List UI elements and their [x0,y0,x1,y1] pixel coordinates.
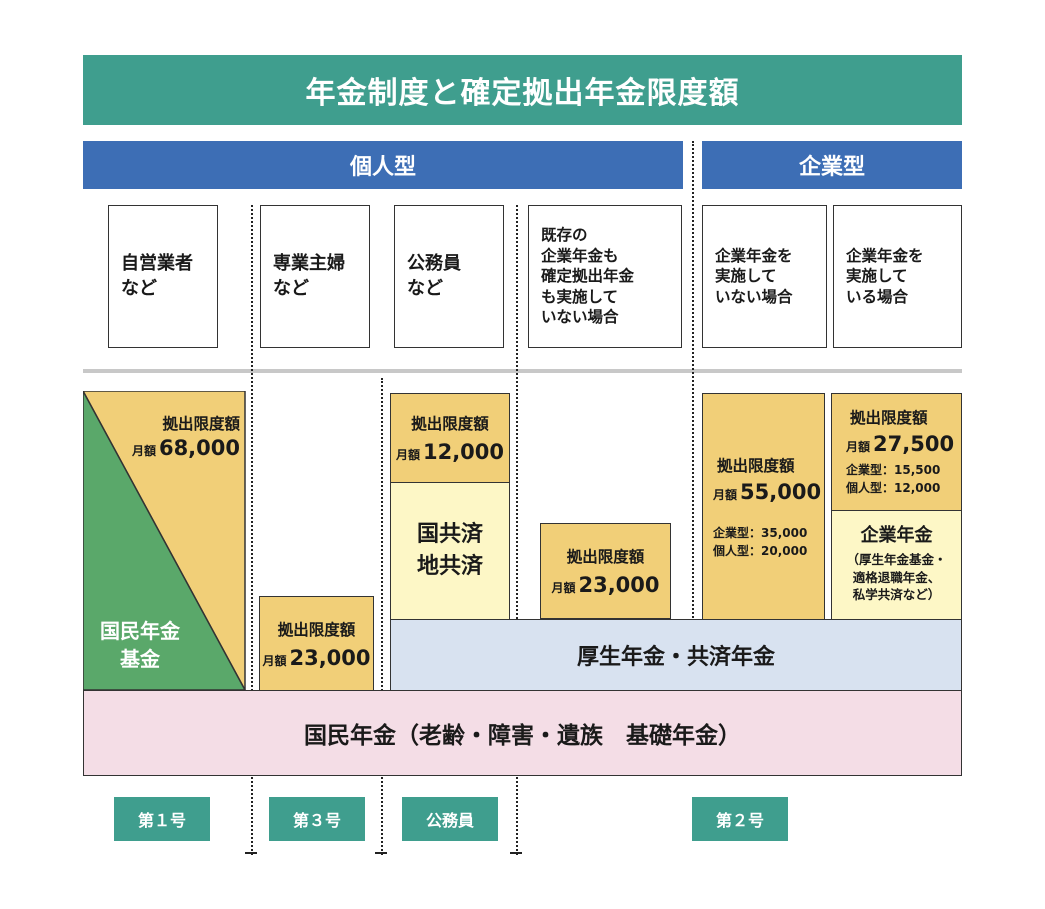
national-pension-fund-label: 国民年金 基金 [100,619,180,671]
limit-value: 23,000 [289,645,371,670]
divider-line [692,141,694,621]
limit-value: 23,000 [578,573,660,597]
limit-value: 27,500 [873,432,955,456]
divider-line [381,378,383,855]
employee-pension-block: 厚生年金・共済年金 [390,619,962,691]
category-corp-with-pension: 企業年金を 実施して いる場合 [833,205,962,348]
diagram-title: 年金制度と確定拠出年金限度額 [83,55,962,125]
month-label: 月額 [551,581,576,595]
month-label: 月額 [713,488,738,502]
corporate-pension-block: 企業年金 （厚生年金基金・ 適格退職年金、 私学共済など） [831,510,962,620]
divider-tick [375,852,387,854]
category-housewife: 専業主婦 など [260,205,370,348]
header-individual: 個人型 [83,141,683,189]
limit-label: 拠出限度額 [411,415,489,433]
corp-share: 企業型：15,500 [846,463,941,477]
corporate-pension-label: 企業年金 [860,525,933,546]
category-no-pension: 既存の 企業年金も 確定拠出年金 も実施して いない場合 [528,205,682,348]
category-self-employed: 自営業者 など [108,205,218,348]
divider-line [516,205,518,855]
limit-label: 拠出限度額 [850,409,928,427]
limit-label: 拠出限度額 [162,415,240,433]
national-pension-block: 国民年金（老齢・障害・遺族 基礎年金） [83,690,962,776]
limit-value: 68,000 [158,436,240,460]
category-corp-no-pension: 企業年金を 実施して いない場合 [702,205,827,348]
limit-label: 拠出限度額 [277,620,356,639]
limit-label: 拠出限度額 [566,548,645,566]
limit-value: 12,000 [422,440,505,464]
month-label: 月額 [262,653,287,668]
corp-share: 企業型：35,000 [713,526,808,540]
month-label: 月額 [395,448,420,462]
insured-type-civil-servant: 公務員 [402,797,498,841]
insured-type-2: 第２号 [692,797,788,841]
category-civil-servant: 公務員 など [394,205,504,348]
divider-tick [510,852,522,854]
divider-line [251,205,253,855]
separator-line [83,369,962,373]
header-corporate: 企業型 [702,141,962,189]
indiv-share: 個人型：12,000 [846,481,941,495]
limit-label: 拠出限度額 [717,457,795,475]
insured-type-1: 第１号 [114,797,210,841]
insured-type-3: 第３号 [269,797,365,841]
corporate-pension-note: （厚生年金基金・ 適格退職年金、 私学共済など） [846,552,947,602]
mutual-aid-block: 国共済 地共済 [390,482,510,620]
indiv-share: 個人型：20,000 [713,544,808,558]
month-label: 月額 [131,444,156,458]
divider-tick [245,852,257,854]
limit-value: 55,000 [740,480,822,504]
month-label: 月額 [846,440,871,454]
